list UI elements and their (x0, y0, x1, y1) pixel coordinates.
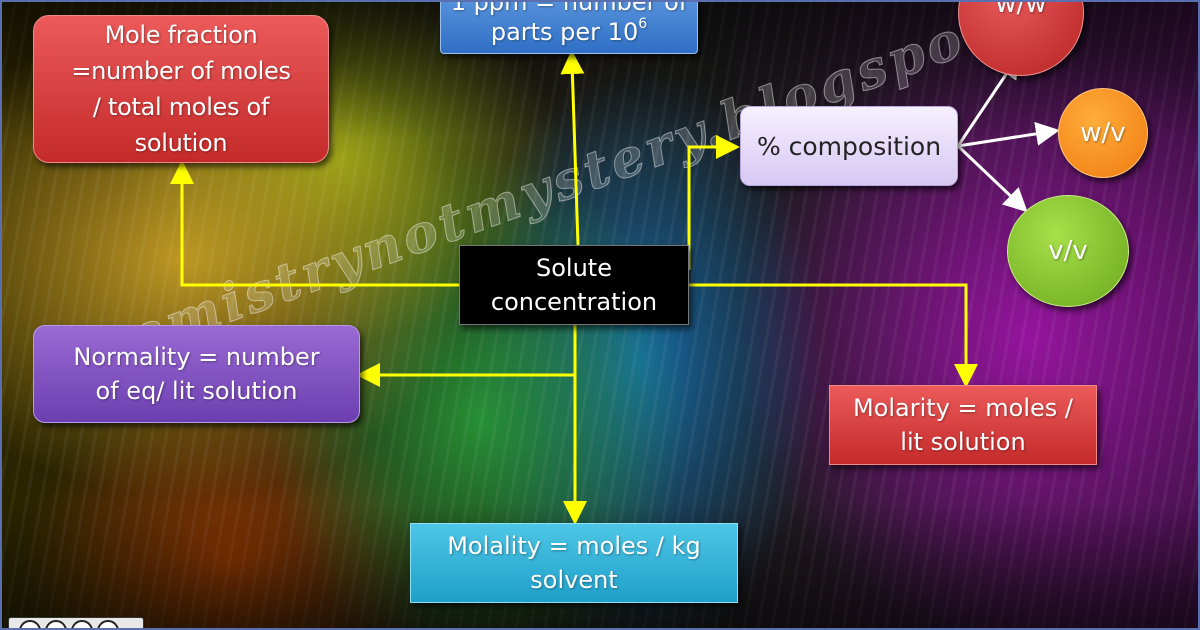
wv-label: w/v (1080, 118, 1126, 148)
mole-fraction-line-2: =number of moles (71, 57, 291, 85)
mole-fraction-line-3: / total moles of (92, 93, 270, 121)
mole-fraction-box: Mole fraction =number of moles / total m… (33, 15, 329, 163)
mole-fraction-line-1: Mole fraction (104, 21, 258, 49)
ppm-line-1: 1 ppm = number of (450, 0, 688, 16)
arrow-to-normality (356, 325, 577, 387)
arrow-to-mole-fraction (170, 160, 459, 287)
vv-circle: v/v (1007, 195, 1129, 307)
arrow-to-ww (956, 54, 1020, 147)
mole-fraction-line-4: solution (134, 129, 228, 157)
solute-line-1: Solute (536, 254, 612, 282)
vv-label: v/v (1048, 236, 1088, 266)
ppm-line-2: parts per 106 (451, 17, 688, 47)
molarity-box: Molarity = moles / lit solution (829, 385, 1097, 465)
cc-icon (19, 620, 41, 630)
molarity-line-1: Molarity = moles / (853, 394, 1073, 422)
arrow-to-ppm (560, 50, 585, 246)
solute-concentration-box: Solute concentration (459, 245, 689, 325)
creative-commons-badge (8, 617, 144, 630)
ppm-exponent: 6 (638, 16, 648, 32)
normality-line-1: Normality = number (73, 343, 320, 371)
arrow-to-molarity (689, 283, 978, 388)
ww-label: w/w (995, 0, 1047, 19)
normality-line-2: of eq/ lit solution (95, 377, 298, 405)
percent-composition-label: % composition (756, 131, 942, 161)
molarity-line-2: lit solution (900, 428, 1026, 456)
ppm-box: 1 ppm = number of parts per 106 (440, 0, 698, 54)
sa-icon (97, 620, 119, 630)
nc-icon (71, 620, 93, 630)
wv-circle: w/v (1058, 88, 1148, 178)
molality-box: Molality = moles / kg solvent (410, 523, 738, 603)
arrow-to-wv (957, 121, 1060, 148)
molality-line-2: solvent (530, 566, 618, 594)
percent-composition-box: % composition (740, 106, 958, 186)
normality-box: Normality = number of eq/ lit solution (33, 325, 360, 423)
arrow-to-composition (687, 135, 740, 270)
ppm-line-2-text: parts per 10 (490, 18, 639, 46)
solute-line-2: concentration (490, 288, 658, 316)
by-icon (45, 620, 67, 630)
molality-line-1: Molality = moles / kg (447, 532, 701, 560)
arrow-to-vv (956, 144, 1028, 213)
